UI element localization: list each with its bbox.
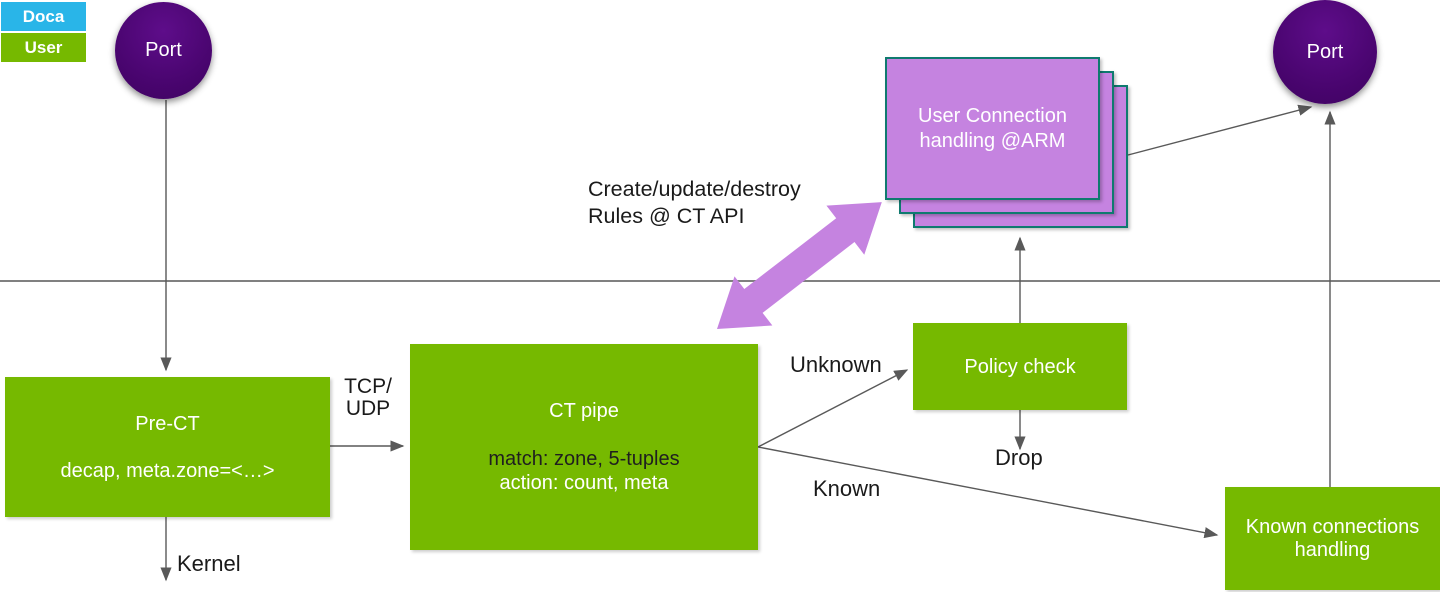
node-user-connection-handling: User Connection handling @ARM [885,57,1100,200]
label-unknown: Unknown [790,352,882,377]
policy-check-title: Policy check [964,355,1076,378]
known-connections-title: Known connections handling [1245,515,1420,561]
label-known: Known [813,476,881,501]
port-right-label: Port [1306,40,1344,63]
port-left-circle: Port [115,2,212,99]
port-right-circle: Port [1273,0,1377,104]
node-ct-pipe: CT pipe match: zone, 5-tuples action: co… [410,344,758,550]
ct-pipe-title: CT pipe [549,400,619,422]
legend-user: User [1,33,86,62]
port-left-label: Port [145,39,182,61]
label-kernel: Kernel [177,551,241,576]
ct-pipe-action-line: action: count, meta [499,472,669,494]
pre-ct-title: Pre-CT [135,412,200,435]
legend-doca: Doca [1,2,86,31]
label-drop: Drop [995,445,1043,470]
user-connection-title: User Connection handling @ARM [918,104,1067,152]
edge-ct-pipe-to-policy-check [757,369,909,448]
pre-ct-detail: decap, meta.zone=<…> [60,459,275,482]
node-known-connections: Known connections handling [1225,487,1440,590]
label-create-update-destroy: Create/update/destroy Rules @ CT API [588,177,801,228]
edge-user-connection-to-port-right [1127,104,1313,156]
ct-api-double-arrow [717,202,882,329]
node-policy-check: Policy check [913,323,1127,410]
label-tcp-udp: TCP/ UDP [344,375,392,420]
ct-pipe-match-line: match: zone, 5-tuples [488,448,680,470]
edge-ct-pipe-to-known-connections [757,446,1219,539]
node-pre-ct: Pre-CT decap, meta.zone=<…> [5,377,330,517]
